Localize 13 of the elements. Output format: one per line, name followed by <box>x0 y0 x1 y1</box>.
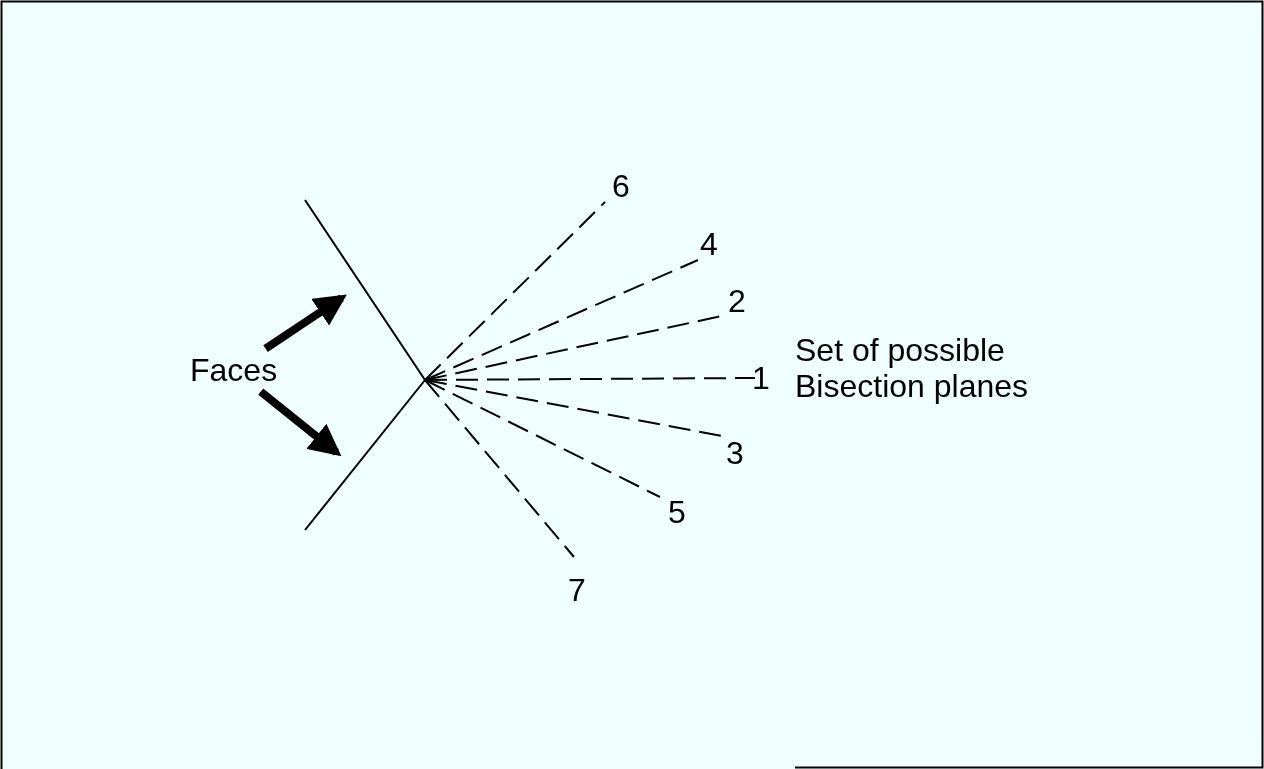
plane-number: 3 <box>726 435 744 471</box>
plane-number: 5 <box>668 494 686 530</box>
arrow <box>258 388 342 457</box>
plane-number: 7 <box>568 572 586 608</box>
arrow <box>263 294 347 352</box>
plane-number: 4 <box>700 226 718 262</box>
face-line <box>304 199 426 381</box>
plane-number: 6 <box>612 168 630 204</box>
face-line <box>304 379 426 531</box>
plane-number: 2 <box>728 283 746 319</box>
plane-number: 1 <box>752 360 770 396</box>
annotation-text: Set of possible Bisection planes <box>795 332 1030 404</box>
face-label: Faces <box>190 352 278 388</box>
